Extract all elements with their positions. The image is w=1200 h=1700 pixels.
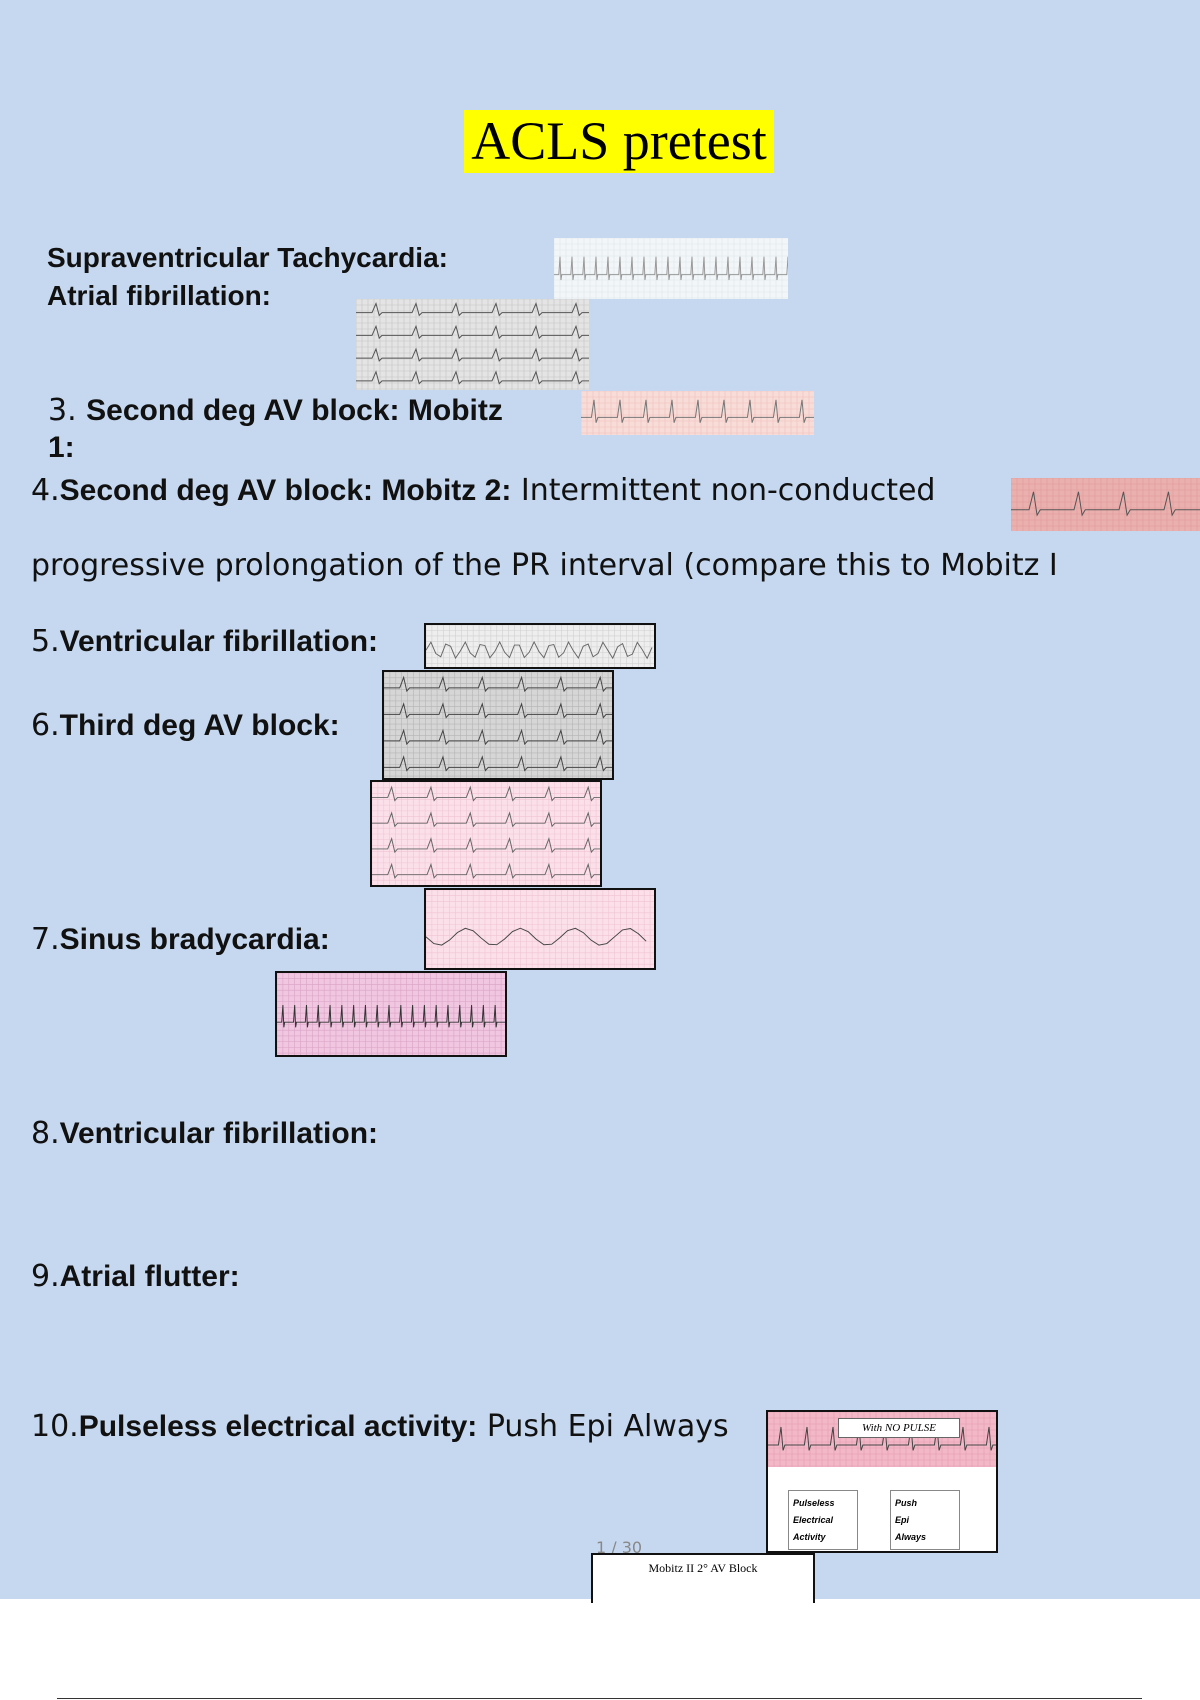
document-page: ACLS pretest Supraventricular Tachycardi…	[0, 0, 1200, 1603]
item-7-label: Sinus bradycardia:	[59, 923, 330, 956]
mobitz1-ecg-image	[581, 391, 814, 435]
afib-ecg-image	[356, 299, 589, 390]
item-10-number: 10.	[31, 1409, 79, 1444]
item-3-number: 3.	[48, 393, 77, 428]
item-4-continuation: progressive prolongation of the PR inter…	[31, 548, 1058, 583]
item-4-text: Intermittent non-conducted	[511, 473, 936, 508]
item-7-number: 7.	[31, 922, 60, 957]
item-9-number: 9.	[31, 1259, 60, 1294]
item-9-label: Atrial flutter:	[59, 1260, 240, 1293]
item-8-number: 8.	[31, 1116, 60, 1151]
item-svt: Supraventricular Tachycardia:	[47, 242, 448, 273]
sinus-brady-ecg-image	[424, 888, 656, 970]
item-4-label: Second deg AV block: Mobitz 2:	[59, 474, 512, 507]
page-title: ACLS pretest	[464, 110, 774, 173]
item-6-number: 6.	[31, 708, 60, 743]
item-8-label: Ventricular fibrillation:	[59, 1117, 379, 1150]
mobitz2-caption: Mobitz II 2° AV Block	[648, 1561, 758, 1575]
third-degree-ecg-image	[382, 670, 614, 780]
item-4-number: 4.	[31, 473, 60, 508]
pea-banner: With NO PULSE	[838, 1418, 960, 1438]
mobitz2-ecg-image	[1011, 478, 1200, 531]
item-5-number: 5.	[31, 624, 60, 659]
footer-rule	[57, 1698, 1142, 1699]
item-afib: Atrial fibrillation:	[47, 280, 271, 311]
item-10-text: Push Epi Always	[477, 1409, 729, 1444]
ecg-strip-image	[275, 971, 507, 1057]
item-10-label: Pulseless electrical activity:	[78, 1410, 478, 1443]
item-6-label: Third deg AV block:	[59, 709, 340, 742]
item-5-label: Ventricular fibrillation:	[59, 625, 379, 658]
page-number: 1 / 30	[596, 1538, 643, 1557]
third-degree-ecg-image-2	[370, 780, 602, 887]
svt-ecg-image	[554, 238, 788, 299]
item-3-label-cont: 1:	[48, 431, 75, 464]
mobitz2-diagram-image: Mobitz II 2° AV Block	[591, 1553, 815, 1603]
item-3-label: Second deg AV block: Mobitz	[86, 394, 503, 427]
vfib-ecg-image	[424, 623, 656, 669]
